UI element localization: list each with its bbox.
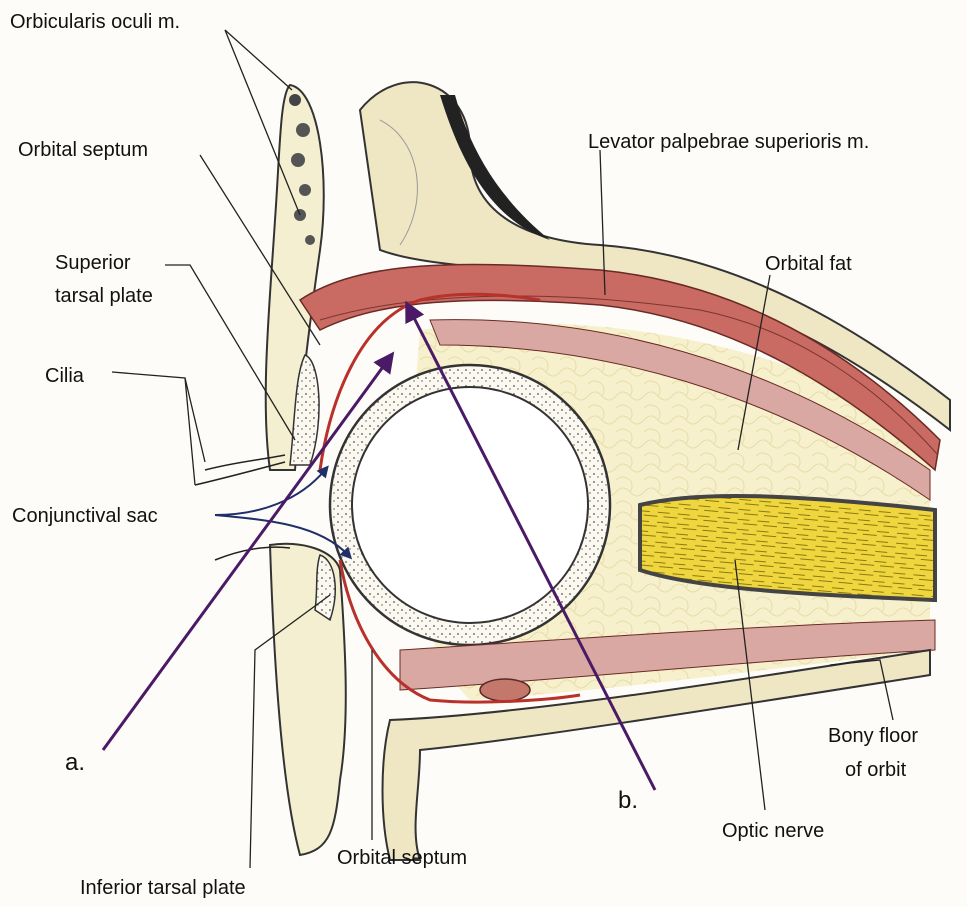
label-optic-nerve: Optic nerve bbox=[722, 820, 824, 842]
label-bony-floor-2: of orbit bbox=[845, 759, 907, 781]
marker-b-label: b. bbox=[618, 787, 638, 814]
label-superior-tarsal-1: Superior bbox=[55, 252, 131, 274]
inferior-oblique bbox=[480, 679, 530, 701]
label-cilia: Cilia bbox=[45, 365, 85, 387]
label-bony-floor-1: Bony floor bbox=[828, 725, 918, 747]
label-orbital-septum-upper: Orbital septum bbox=[18, 139, 148, 161]
label-orbital-septum-lower: Orbital septum bbox=[337, 847, 467, 869]
eyeball bbox=[330, 365, 610, 645]
marker-a-label: a. bbox=[65, 749, 85, 776]
label-superior-tarsal-2: tarsal plate bbox=[55, 285, 153, 307]
label-levator: Levator palpebrae superioris m. bbox=[588, 131, 869, 153]
label-orbital-fat: Orbital fat bbox=[765, 253, 852, 275]
label-inferior-tarsal-plate: Inferior tarsal plate bbox=[80, 877, 246, 899]
label-orbicularis-oculi: Orbicularis oculi m. bbox=[10, 11, 180, 33]
label-conjunctival-sac: Conjunctival sac bbox=[12, 505, 158, 527]
